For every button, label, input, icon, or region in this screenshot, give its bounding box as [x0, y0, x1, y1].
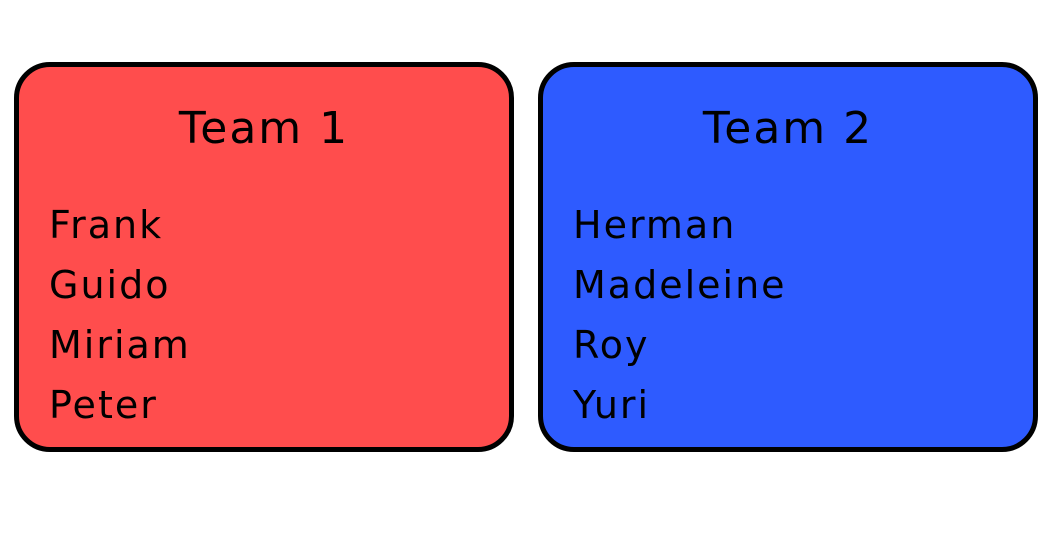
- team-2-member: Yuri: [573, 383, 651, 427]
- team-2-member: Madeleine: [573, 263, 787, 307]
- team-2-member: Roy: [573, 323, 650, 367]
- team-1-member-list: Frank Guido Miriam Peter: [49, 195, 191, 435]
- team-2-card: Team 2 Herman Madeleine Roy Yuri: [538, 62, 1038, 452]
- team-1-card: Team 1 Frank Guido Miriam Peter: [14, 62, 514, 452]
- team-2-member: Herman: [573, 203, 737, 247]
- team-2-title: Team 2: [702, 103, 874, 154]
- team-2-member-list: Herman Madeleine Roy Yuri: [573, 195, 787, 435]
- team-1-member: Frank: [49, 203, 164, 247]
- team-1-member: Guido: [49, 263, 171, 307]
- team-1-title: Team 1: [178, 103, 350, 154]
- team-1-member: Miriam: [49, 323, 191, 367]
- team-1-member: Peter: [49, 383, 158, 427]
